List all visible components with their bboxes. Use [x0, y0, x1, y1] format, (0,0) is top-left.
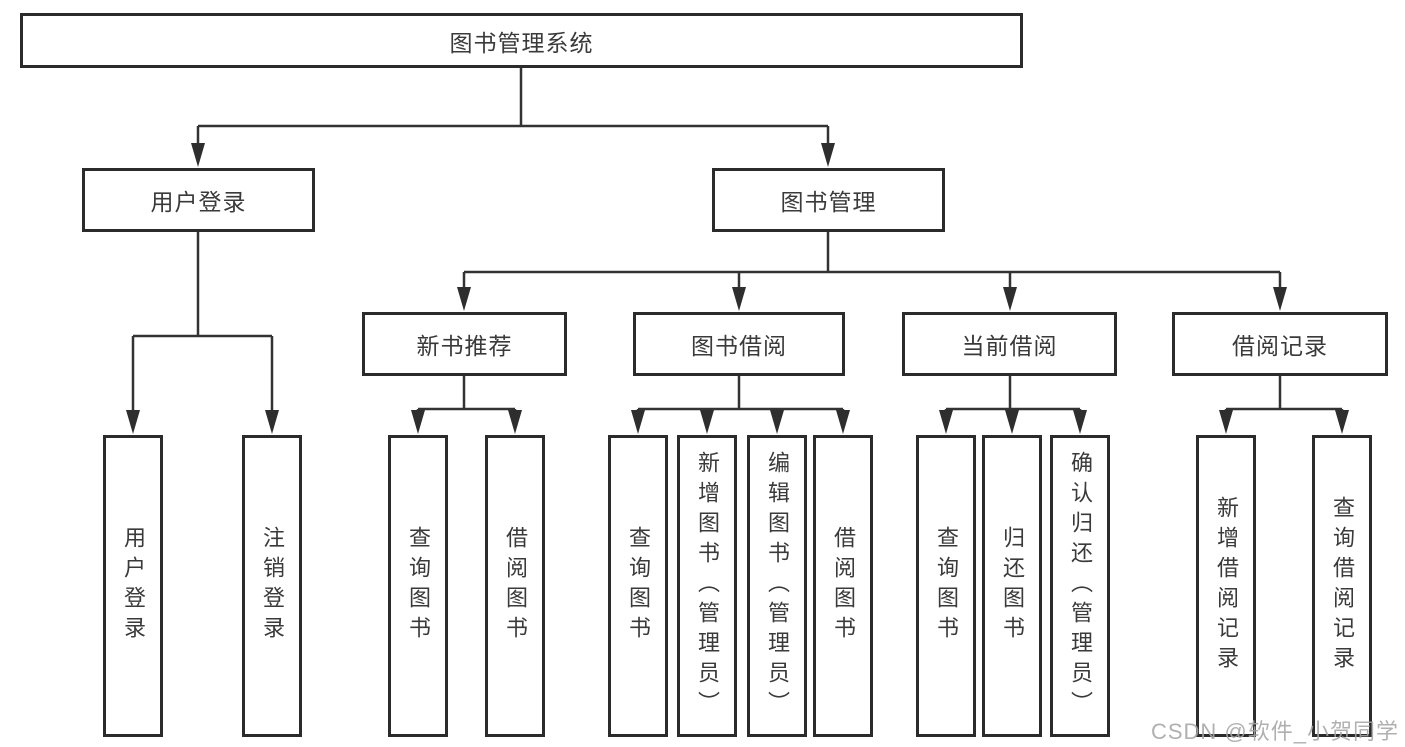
connector-borrow-record-branch — [1224, 376, 1344, 412]
leaf-return-book: 归还图书 — [982, 435, 1042, 737]
leaf-confirm-return-admin: 确认归还（管理员） — [1050, 435, 1110, 737]
node-current-borrow: 当前借阅 — [902, 312, 1117, 376]
leaf-query-borrow-record: 查询借阅记录 — [1312, 435, 1372, 737]
leaf-borrow-books-recommend: 借阅图书 — [485, 435, 545, 737]
connector-current-borrow-branch — [944, 376, 1082, 412]
leaf-query-books-recommend: 查询图书 — [388, 435, 448, 737]
leaf-add-borrow-record: 新增借阅记录 — [1196, 435, 1256, 737]
leaf-query-books-borrow: 查询图书 — [608, 435, 668, 737]
node-borrow-records: 借阅记录 — [1172, 312, 1388, 376]
connector-book-mgmt-branch — [462, 232, 1282, 289]
connector-root-to-level2 — [196, 68, 830, 146]
connector-book-borrow-branch — [636, 376, 845, 412]
node-book-management: 图书管理 — [712, 168, 945, 232]
csdn-watermark: CSDN @软件_小贺同学 — [1150, 719, 1399, 744]
node-library-system: 图书管理系统 — [20, 13, 1023, 68]
leaf-borrow-books: 借阅图书 — [813, 435, 873, 737]
leaf-user-login: 用户登录 — [103, 435, 163, 737]
leaf-edit-book-admin: 编辑图书（管理员） — [747, 435, 807, 737]
leaf-logout: 注销登录 — [242, 435, 302, 737]
leaf-query-books-current: 查询图书 — [916, 435, 976, 737]
node-user-login: 用户登录 — [82, 168, 315, 232]
connector-new-book-branch — [416, 376, 517, 412]
connector-user-login-branch — [131, 232, 274, 412]
node-new-book-recommend: 新书推荐 — [362, 312, 567, 376]
node-book-borrow: 图书借阅 — [633, 312, 845, 376]
leaf-add-book-admin: 新增图书（管理员） — [677, 435, 737, 737]
